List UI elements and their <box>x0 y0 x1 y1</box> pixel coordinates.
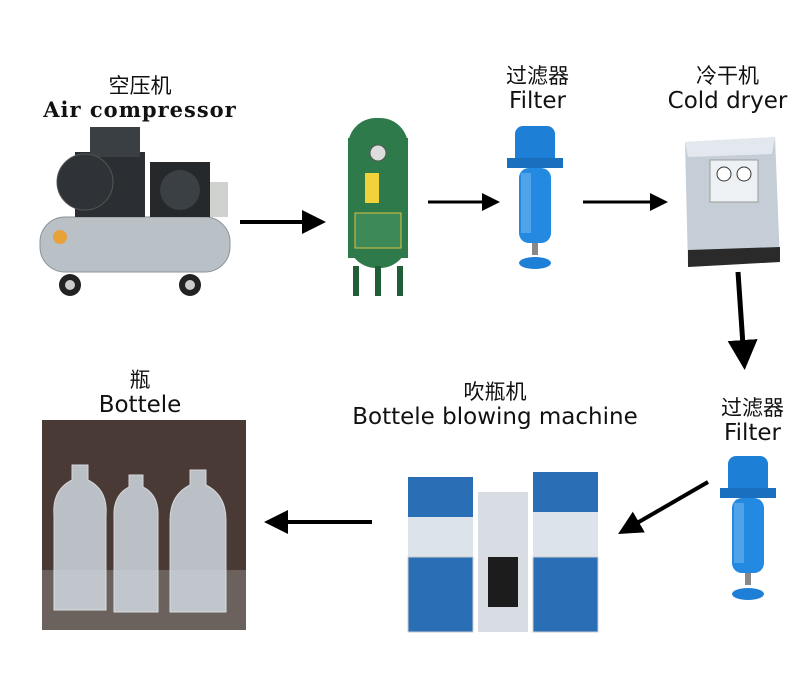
filter-image-2 <box>720 456 776 600</box>
blowing-machine-image <box>407 472 599 633</box>
label-air-compressor: 空压机 Air compressor <box>40 74 240 122</box>
label-filter-1: 过滤器 Filter <box>485 64 590 115</box>
bottles-photo <box>42 420 246 630</box>
label-blowing-machine: 吹瓶机 Bottele blowing machine <box>335 380 655 431</box>
label-cold-dryer: 冷干机 Cold dryer <box>655 64 800 115</box>
label-zh: 空压机 <box>108 74 172 98</box>
label-zh: 过滤器 <box>506 64 569 88</box>
label-bottle: 瓶 Bottele <box>80 368 200 419</box>
label-en: Cold dryer <box>667 88 788 115</box>
arrow-filter-to-machine <box>618 480 710 535</box>
label-filter-2: 过滤器 Filter <box>700 396 800 447</box>
label-en: Filter <box>509 88 566 115</box>
label-en: Filter <box>724 420 781 447</box>
filter-image-1 <box>507 126 563 269</box>
air-tank-image <box>348 118 408 296</box>
label-zh: 冷干机 <box>696 64 759 88</box>
label-zh: 瓶 <box>129 368 151 392</box>
arrow-dryer-to-filter <box>727 271 758 370</box>
label-en: Bottele blowing machine <box>352 404 638 431</box>
label-zh: 吹瓶机 <box>463 380 527 404</box>
label-zh: 过滤器 <box>721 396 784 420</box>
air-compressor-image <box>39 127 231 296</box>
cold-dryer-image <box>685 137 780 267</box>
label-en: Air compressor <box>43 97 237 123</box>
label-en: Bottele <box>98 392 182 419</box>
